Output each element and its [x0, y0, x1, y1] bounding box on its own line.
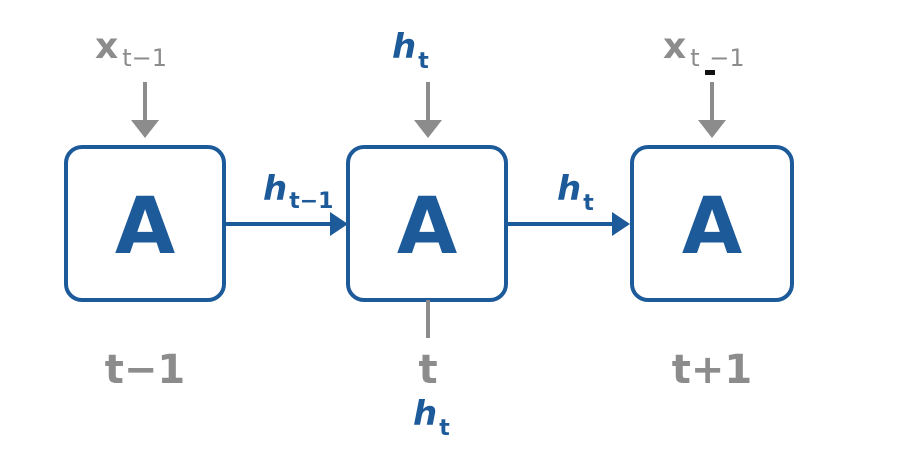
- input-arrow-2-head: [414, 120, 442, 138]
- transition-arrow-2-head: [612, 212, 630, 236]
- input-arrow-3-head: [698, 120, 726, 138]
- transition-label-1: ht−1: [263, 169, 333, 214]
- input-label-3-mark: [705, 70, 715, 75]
- input-label-2: ht: [392, 27, 429, 74]
- step-label-1: t−1: [105, 347, 185, 393]
- transition-arrow-1-head: [330, 212, 348, 236]
- output-label: ht: [413, 394, 450, 441]
- input-arrow-1-head: [131, 120, 159, 138]
- step-label-3: t+1: [672, 347, 752, 393]
- cell-box-3: [630, 145, 794, 302]
- transition-label-2: ht: [557, 169, 594, 216]
- cell-letter-2: A: [397, 182, 457, 272]
- cell-letter-1: A: [115, 182, 175, 272]
- step-label-2: t: [418, 347, 437, 393]
- cell-letter-3: A: [682, 182, 742, 272]
